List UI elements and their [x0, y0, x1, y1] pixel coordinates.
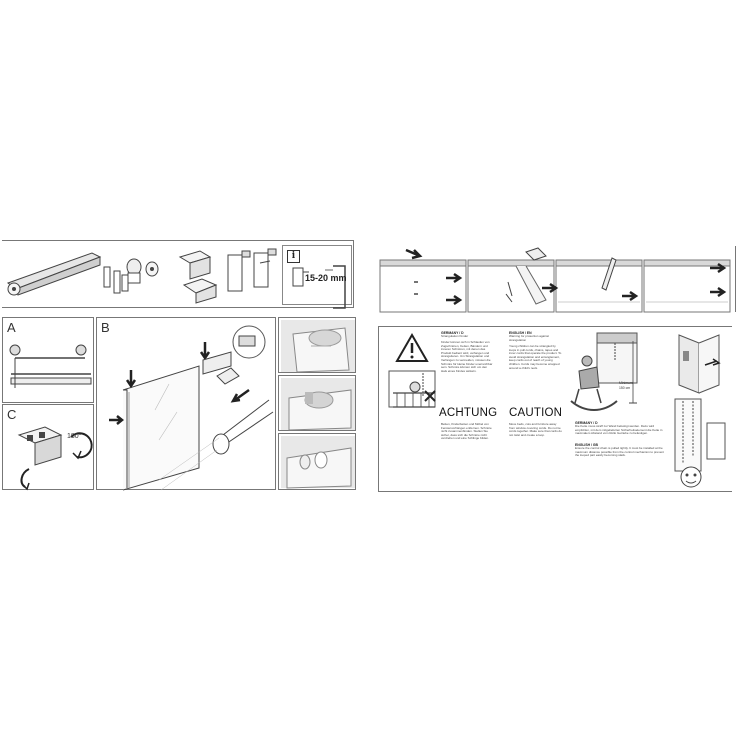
- window-child-rocking-horse-illustration: [570, 332, 638, 411]
- wall-brackets-illustration: [227, 248, 277, 292]
- end-caps-illustration: [126, 258, 159, 284]
- left-instruction-sheet: i 15-20 mm A C: [0, 240, 362, 492]
- english-heading: ENGLISH / EN: [509, 331, 532, 335]
- chain-safety-device-illustration: [674, 398, 726, 488]
- panel-b: B: [96, 317, 276, 491]
- panel-a-label: A: [7, 320, 16, 335]
- panel-c-label: C: [7, 407, 17, 422]
- caution-heading: CAUTION: [509, 407, 563, 419]
- minimum-distance-label: Minimum: [619, 381, 633, 385]
- english-warning-text: Young children can be strangled by loops…: [509, 345, 562, 370]
- bracket-distance-diagram: [292, 265, 346, 309]
- info-icon: i: [287, 250, 300, 263]
- photo-step-3-illustration: [281, 436, 355, 489]
- roller-tube-illustration: [6, 252, 102, 296]
- achtung-text: Betten, Kinderbetten und Möbel von Fenst…: [441, 423, 492, 441]
- caution-text: Move beds, cots and furniture away from …: [509, 423, 562, 437]
- minimum-distance-value: 150 cm: [619, 386, 631, 390]
- safety-warning-panel: GERMANY / D Strangulation Kinder Kinder …: [378, 326, 732, 492]
- english2-heading: ENGLISH / GB: [575, 443, 598, 447]
- photo-step-1-illustration: [281, 320, 355, 373]
- germany2-text: Die Kette muss straff zur Wand befestigt…: [575, 425, 663, 436]
- right-safety-sheet: GERMANY / D Strangulation Kinder Kinder …: [372, 240, 736, 492]
- photo-step-2: [278, 375, 356, 431]
- achtung-heading: ACHTUNG: [439, 407, 498, 419]
- english2-text: Ensure the control chain is pulled tight…: [575, 447, 664, 458]
- operation-steps-strip: [376, 246, 736, 313]
- english-subheading: Warning for protection against strangula…: [509, 335, 549, 342]
- photo-step-2-illustration: [281, 378, 355, 431]
- panel-c: C 180°: [2, 404, 94, 491]
- operation-steps-illustration: [379, 247, 731, 313]
- rotation-label: 180°: [67, 433, 82, 440]
- panel-b-label: B: [101, 320, 110, 335]
- photo-step-1: [278, 317, 356, 373]
- photo-step-3: [278, 433, 356, 490]
- germany2-heading: GERMANY / D: [575, 421, 598, 425]
- germany-subheading: Strangulation Kinder: [441, 335, 469, 338]
- germany-heading: GERMANY / D: [441, 331, 464, 335]
- panel-b-illustration: [109, 325, 274, 491]
- info-measurement-box: i 15-20 mm: [282, 245, 352, 309]
- panel-a: A: [2, 317, 94, 403]
- panel-a-illustration: [9, 344, 92, 388]
- warning-triangle-icon: [395, 332, 429, 362]
- clamp-brackets-illustration: [178, 250, 218, 304]
- child-crib-cord-icon: [388, 370, 436, 408]
- panel-c-illustration: [17, 426, 93, 491]
- mounting-distance: 15-20 mm: [305, 273, 347, 283]
- parts-overview-strip: i 15-20 mm: [2, 240, 354, 309]
- wall-corner-fixing-illustration: [678, 334, 721, 394]
- germany-warning-text: Kinder können sich in Schlaufen von Zugs…: [441, 341, 493, 373]
- plug-parts-illustration: [103, 266, 129, 294]
